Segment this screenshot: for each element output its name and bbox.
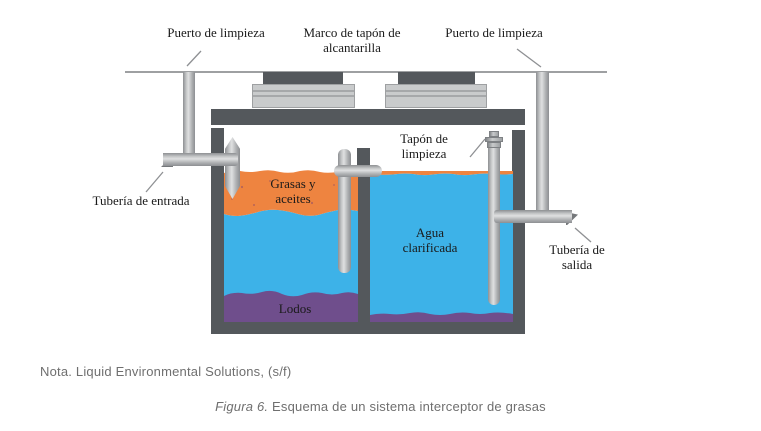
cleanout-plug-knob: [489, 131, 499, 137]
right-chamber-liquids: [370, 171, 513, 322]
outlet-pipe: [494, 210, 572, 223]
note-caption: Nota. Liquid Environmental Solutions, (s…: [40, 364, 292, 379]
tank-floor: [211, 322, 525, 334]
label-clarified-water: Agua clarificada: [402, 225, 458, 255]
figure-caption: Figura 6. Esquema de un sistema intercep…: [0, 399, 761, 414]
right-cleanout-pipe: [536, 72, 549, 217]
sludge-thin-layer: [370, 312, 513, 322]
inlet-pipe: [163, 153, 238, 166]
tank-right-wall: [512, 130, 525, 328]
left-cleanout-pipe: [183, 72, 195, 160]
label-outlet-pipe: Tubería de salida: [549, 242, 605, 272]
label-sludge-layer: Lodos: [278, 301, 312, 316]
label-grease-layer: Grasas y aceites: [270, 176, 316, 206]
manhole-cover-right: [398, 72, 475, 84]
outlet-riser-pipe: [488, 147, 500, 305]
label-manhole-plug-frame: Marco de tapón de alcantarilla: [303, 25, 401, 55]
label-cleanout-plug: Tapón de limpieza: [400, 131, 448, 161]
manhole-frame-left: [252, 84, 355, 108]
sludge-layer: [224, 290, 358, 322]
baffle-tee-vertical-pipe: [338, 149, 351, 273]
tank-lid: [211, 109, 525, 125]
cleanout-plug-flange: [485, 137, 503, 142]
ground-line: [125, 71, 607, 73]
manhole-cover-left: [263, 72, 343, 84]
figure-caption-number: Figura 6.: [215, 399, 269, 414]
cleanout-plug-ring: [487, 142, 501, 148]
inlet-drop-pipe: [225, 137, 240, 199]
grease-layer: [224, 170, 358, 216]
label-cleanout-port-right: Puerto de limpieza: [445, 25, 543, 40]
clarified-water-layer: [370, 173, 513, 322]
label-inlet-pipe: Tubería de entrada: [92, 193, 190, 208]
baffle-tee-horizontal-pipe: [334, 165, 382, 177]
label-cleanout-port-left: Puerto de limpieza: [167, 25, 265, 40]
tank-left-wall: [211, 128, 224, 328]
baffle-wall: [357, 148, 370, 324]
manhole-frame-right: [385, 84, 487, 108]
left-chamber-liquids: [224, 170, 358, 322]
surface-grease-film: [370, 171, 513, 176]
figure-caption-text: Esquema de un sistema interceptor de gra…: [268, 399, 546, 414]
